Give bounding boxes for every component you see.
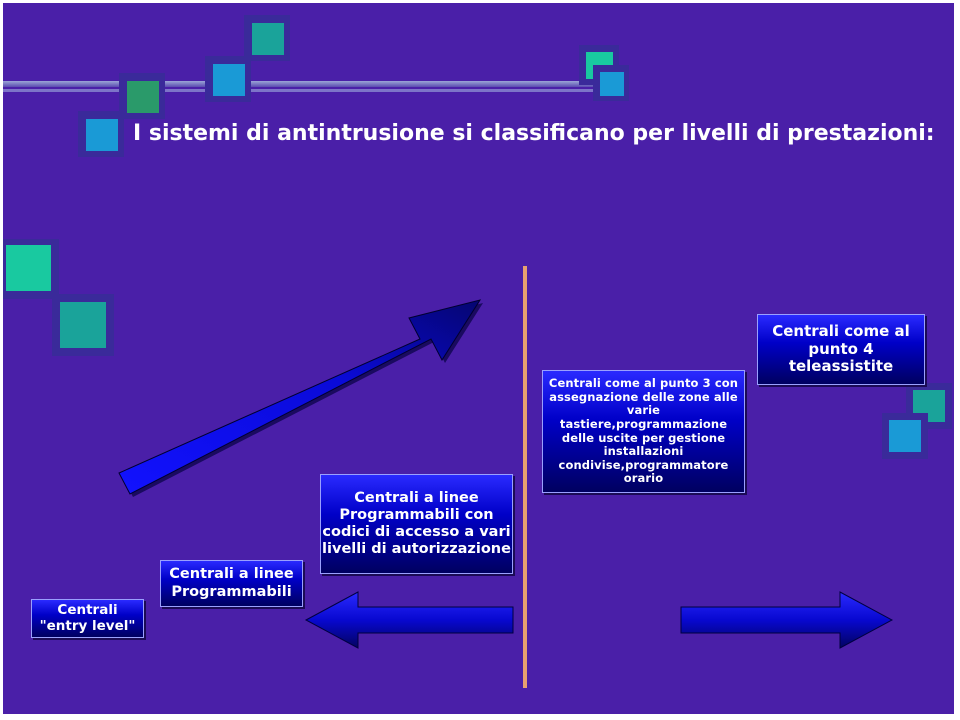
right-arrow <box>680 591 894 649</box>
level-label-3: Centrali a linee Programmabili con codic… <box>322 489 511 558</box>
level-label-2: Centrali a linee Programmabili <box>169 566 294 600</box>
level-label-5: Centrali come al punto 4 teleassistite <box>772 321 910 376</box>
decorative-squares-top <box>78 15 629 157</box>
left-arrow <box>304 591 514 649</box>
top-decoration-lines <box>3 81 610 92</box>
slide-title: I sistemi di antintrusione si classifica… <box>133 121 935 146</box>
vertical-divider <box>523 266 527 688</box>
slide: I sistemi di antintrusione si classifica… <box>3 3 954 714</box>
level-box-1: Centrali "entry level" <box>31 599 144 638</box>
level-label-1: Centrali "entry level" <box>39 601 136 634</box>
level-box-3: Centrali a linee Programmabili con codic… <box>320 474 513 574</box>
decorative-squares-left <box>3 239 114 356</box>
level-box-2: Centrali a linee Programmabili <box>160 560 303 607</box>
slide-graphics <box>3 15 952 688</box>
level-box-5: Centrali come al punto 4 teleassistite <box>757 314 925 385</box>
diagonal-arrow <box>118 299 483 497</box>
level-box-4: Centrali come al punto 3 con assegnazion… <box>542 370 745 493</box>
decorative-squares-right <box>882 383 952 459</box>
level-label-4: Centrali come al punto 3 con assegnazion… <box>548 376 739 486</box>
